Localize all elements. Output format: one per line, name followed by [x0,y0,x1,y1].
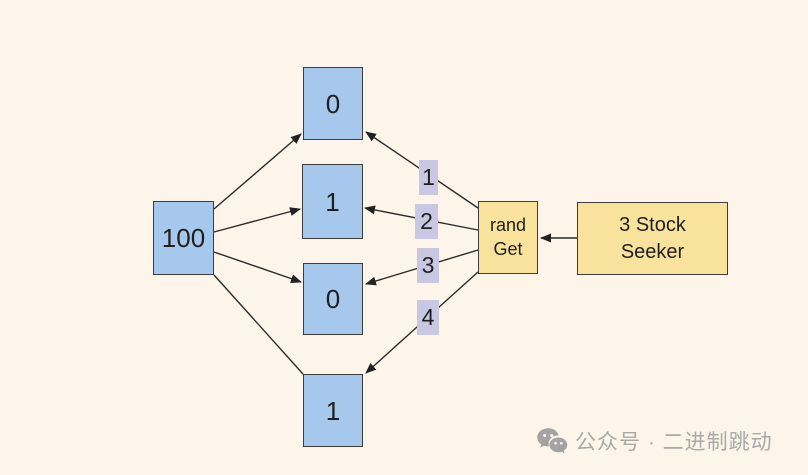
watermark-text: 公众号 · 二进制跳动 [575,431,773,454]
node-stock-seeker-line1: 3 Stock [619,214,686,237]
node-stock-seeker-line2: Seeker [620,240,685,263]
node-slot-second: 1 [302,164,363,239]
node-source-label: 100 [161,223,206,253]
edge-source-to-slot-third [213,251,302,283]
node-stock-seeker: 3 Stock Seeker [577,202,728,275]
edge-label-4: 4 [417,300,439,335]
edge-label-3: 3 [417,248,439,283]
edge-label-2: 2 [415,204,438,239]
node-slot-second-label: 1 [325,186,340,217]
node-source-100: 100 [153,201,214,275]
edge-source-to-slot-bottom [213,274,304,375]
edge-source-to-slot-second [213,207,301,233]
wechat-icon [537,428,568,454]
edge-label-1: 1 [419,160,438,195]
node-rand-get: rand Get [478,201,538,274]
watermark: 公众号 · 二进制跳动 [536,426,773,456]
node-rand-get-line1: rand [489,214,527,235]
node-slot-top-label: 0 [325,88,341,119]
node-slot-bottom: 1 [303,374,363,447]
edge-source-to-slot-top [213,133,302,210]
node-slot-bottom-label: 1 [325,395,341,426]
node-slot-third: 0 [303,263,363,335]
node-slot-top: 0 [303,67,363,140]
node-slot-third-label: 0 [325,284,341,314]
node-rand-get-line2: Get [493,238,523,259]
